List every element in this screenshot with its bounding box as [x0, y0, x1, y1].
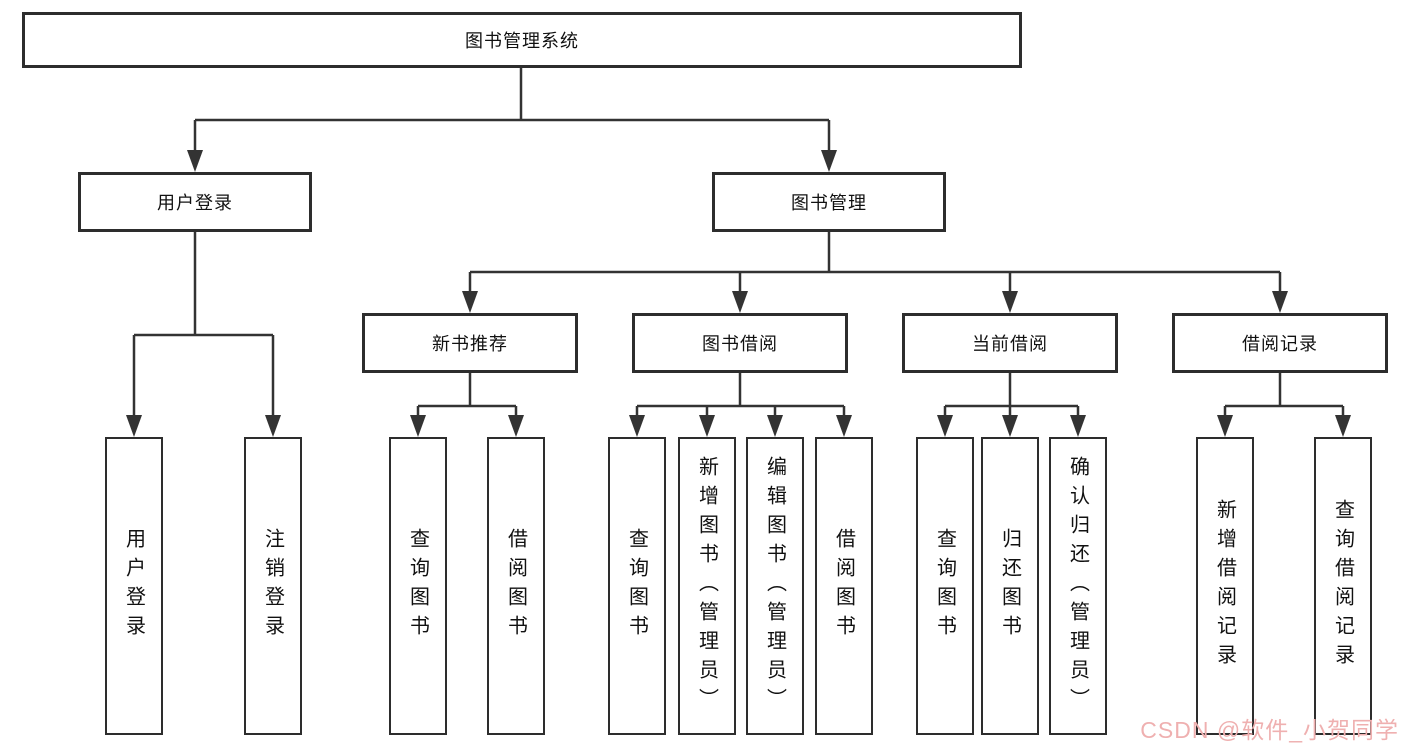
- leaf-confirm-return-admin: 确认归还（管理员）: [1049, 437, 1107, 735]
- leaf-borrow-book-recommend: 借阅图书: [487, 437, 545, 735]
- leaf-query-book-recommend: 查询图书: [389, 437, 447, 735]
- node-book-management-system: 图书管理系统: [22, 12, 1022, 68]
- csdn-watermark: CSDN @软件_小贺同学: [1140, 717, 1399, 743]
- leaf-query-book-recommend-label: 查询图书: [406, 528, 429, 644]
- leaf-borrow-book-label: 借阅图书: [832, 528, 855, 644]
- node-borrow-record: 借阅记录: [1172, 313, 1388, 373]
- leaf-add-borrow-record: 新增借阅记录: [1196, 437, 1254, 735]
- leaf-query-borrow-record-label: 查询借阅记录: [1331, 499, 1354, 673]
- leaf-borrow-book-recommend-label: 借阅图书: [504, 528, 527, 644]
- leaf-logout: 注销登录: [244, 437, 302, 735]
- leaf-return-book-label: 归还图书: [998, 528, 1021, 644]
- leaf-query-book-current-label: 查询图书: [933, 528, 956, 644]
- leaf-query-book-borrow-label: 查询图书: [625, 528, 648, 644]
- leaf-logout-label: 注销登录: [261, 528, 284, 644]
- leaf-add-book-admin-label: 新增图书（管理员）: [695, 455, 718, 717]
- leaf-query-book-current: 查询图书: [916, 437, 974, 735]
- node-book-borrow: 图书借阅: [632, 313, 848, 373]
- leaf-return-book: 归还图书: [981, 437, 1039, 735]
- leaf-query-borrow-record: 查询借阅记录: [1314, 437, 1372, 735]
- node-user-login: 用户登录: [78, 172, 312, 232]
- leaf-edit-book-admin: 编辑图书（管理员）: [746, 437, 804, 735]
- leaf-user-login: 用户登录: [105, 437, 163, 735]
- node-book-management: 图书管理: [712, 172, 946, 232]
- leaf-user-login-label: 用户登录: [122, 528, 145, 644]
- leaf-query-book-borrow: 查询图书: [608, 437, 666, 735]
- leaf-confirm-return-admin-label: 确认归还（管理员）: [1066, 455, 1089, 717]
- leaf-edit-book-admin-label: 编辑图书（管理员）: [763, 455, 786, 717]
- leaf-add-book-admin: 新增图书（管理员）: [678, 437, 736, 735]
- leaf-borrow-book: 借阅图书: [815, 437, 873, 735]
- node-new-book-recommend: 新书推荐: [362, 313, 578, 373]
- node-current-borrow: 当前借阅: [902, 313, 1118, 373]
- leaf-add-borrow-record-label: 新增借阅记录: [1213, 499, 1236, 673]
